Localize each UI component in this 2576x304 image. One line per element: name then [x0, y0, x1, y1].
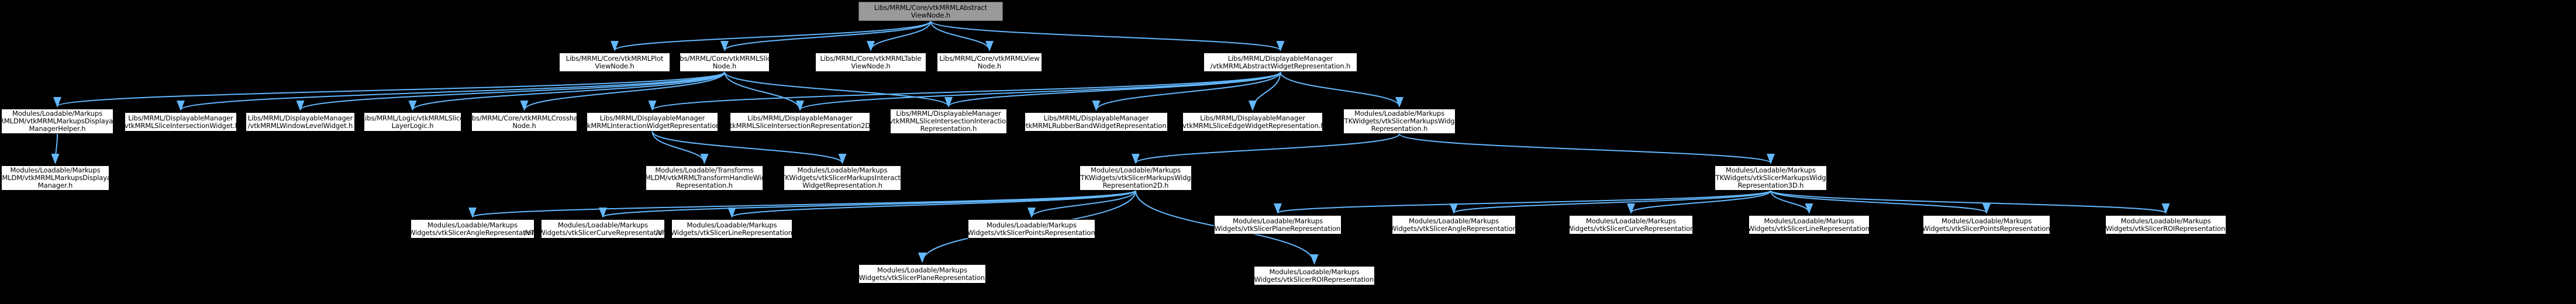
graph-node-n24[interactable]: Modules/Loadable/Markups /VTKWidgets/vtk… — [656, 219, 808, 239]
edge-n0-n4 — [930, 20, 994, 51]
graph-node-n2[interactable]: Libs/MRML/Core/vtkMRMLSlice Node.h — [674, 53, 775, 72]
graph-node-n3[interactable]: Libs/MRML/Core/vtkMRMLTable ViewNode.h — [815, 53, 926, 72]
edge-n5-n12 — [796, 71, 1281, 111]
edge-n0-n2 — [720, 20, 932, 51]
graph-node-n1[interactable]: Libs/MRML/Core/vtkMRMLPlot ViewNode.h — [559, 53, 670, 72]
edge-n5-n13 — [944, 71, 1281, 108]
graph-node-n22[interactable]: Modules/Loadable/Markups /VTKWidgets/vtk… — [394, 219, 551, 239]
edge-n5-n14 — [1092, 71, 1281, 111]
graph-node-n11[interactable]: Libs/MRML/DisplayableManager /vtkMRMLInt… — [578, 112, 726, 132]
graph-node-n26[interactable]: Modules/Loadable/Markups /VTKWidgets/vtk… — [1199, 215, 1356, 234]
graph-node-n25[interactable]: Modules/Loadable/Markups /VTKWidgets/vtk… — [953, 219, 1111, 239]
edge-n21-n31 — [1770, 190, 2170, 214]
graph-node-n10[interactable]: Libs/MRML/Core/vtkMRMLCrosshair Node.h — [466, 112, 582, 132]
graph-node-n7[interactable]: Libs/MRML/DisplayableManager /vtkMRMLSli… — [122, 112, 239, 132]
edge-n2-n10 — [520, 71, 725, 111]
graph-node-n30[interactable]: Modules/Loadable/Markups /VTKWidgets/vtk… — [1908, 215, 2065, 234]
graph-node-n23[interactable]: Modules/Loadable/Markups /VTKWidgets/vtk… — [524, 219, 682, 239]
graph-node-n32[interactable]: Modules/Loadable/Markups /VTKWidgets/vtk… — [844, 264, 1001, 284]
edge-n0-n3 — [867, 20, 932, 51]
edge-n11-n18 — [651, 131, 709, 164]
graph-node-n12[interactable]: Libs/MRML/DisplayableManager /vtkMRMLSli… — [723, 112, 877, 132]
graph-node-n18[interactable]: Modules/Loadable/Transforms /MRMLDM/vtkM… — [632, 165, 777, 191]
graph-node-n5[interactable]: Libs/MRML/DisplayableManager /vtkMRMLAbs… — [1203, 53, 1357, 72]
edge-n21-n26 — [1274, 190, 1771, 214]
edge-n0-n1 — [611, 20, 932, 51]
edge-n5-n16 — [1280, 71, 1403, 108]
graph-node-n28[interactable]: Modules/Loadable/Markups /VTKWidgets/vtk… — [1552, 215, 1710, 234]
edge-n20-n22 — [468, 190, 1136, 218]
graph-node-n6[interactable]: Modules/Loadable/Markups /MRMLDM/vtkMRML… — [0, 109, 123, 134]
graph-node-n27[interactable]: Modules/Loadable/Markups /VTKWidgets/vtk… — [1375, 215, 1533, 234]
edge-n2-n9 — [408, 71, 725, 111]
graph-node-n0[interactable]: Libs/MRML/Core/vtkMRMLAbstract ViewNode.… — [858, 2, 1003, 21]
edge-n2-n7 — [177, 71, 725, 111]
edge-n20-n24 — [728, 190, 1136, 218]
edge-n16-n20 — [1132, 133, 1400, 164]
edge-n2-n6 — [53, 71, 725, 108]
graph-node-n19[interactable]: Modules/Loadable/Markups /VTKWidgets/vtk… — [774, 165, 911, 191]
edge-n21-n28 — [1627, 190, 1771, 214]
edge-n2-n12 — [724, 71, 804, 111]
graph-node-n20[interactable]: Modules/Loadable/Markups /VTKWidgets/vtk… — [1074, 165, 1198, 191]
graph-node-n8[interactable]: Libs/MRML/DisplayableManager /vtkMRMLWin… — [246, 112, 355, 132]
edge-n20-n23 — [599, 190, 1136, 218]
edge-n20-n25 — [1027, 190, 1136, 218]
graph-node-n21[interactable]: Modules/Loadable/Markups /VTKWidgets/vtk… — [1709, 165, 1833, 191]
graph-node-n15[interactable]: Libs/MRML/DisplayableManager /vtkMRMLSli… — [1181, 112, 1325, 132]
graph-node-n17[interactable]: Modules/Loadable/Markups /MRMLDM/vtkMRML… — [0, 165, 122, 191]
graph-node-n29[interactable]: Modules/Loadable/Markups /VTKWidgets/vtk… — [1733, 215, 1885, 234]
edge-n2-n8 — [296, 71, 725, 111]
edge-n5-n11 — [649, 71, 1281, 111]
edge-n5-n15 — [1249, 71, 1281, 111]
edge-n21-n30 — [1770, 190, 1991, 214]
graph-node-n33[interactable]: Modules/Loadable/Markups /VTKWidgets/vtk… — [1239, 266, 1389, 285]
graph-node-n13[interactable]: Libs/MRML/DisplayableManager /vtkMRMLSli… — [887, 109, 1011, 134]
edge-n21-n29 — [1770, 190, 1813, 214]
edge-n21-n27 — [1450, 190, 1771, 214]
edge-n6-n17 — [51, 133, 60, 164]
graph-node-n16[interactable]: Modules/Loadable/Markups /VTKWidgets/vtk… — [1337, 109, 1461, 134]
edge-n0-n5 — [930, 20, 1285, 51]
graph-node-n9[interactable]: Libs/MRML/Logic/vtkMRMLSlice LayerLogic.… — [361, 112, 464, 132]
graph-node-n31[interactable]: Modules/Loadable/Markups /VTKWidgets/vtk… — [2091, 215, 2241, 234]
edge-n16-n21 — [1399, 133, 1775, 164]
graph-node-n4[interactable]: Libs/MRML/Core/vtkMRMLView Node.h — [937, 53, 1042, 72]
edge-n2-n13 — [724, 71, 953, 108]
edge-n11-n19 — [651, 131, 847, 164]
graph-node-n14[interactable]: Libs/MRML/DisplayableManager /vtkMRMLRub… — [1020, 112, 1173, 132]
